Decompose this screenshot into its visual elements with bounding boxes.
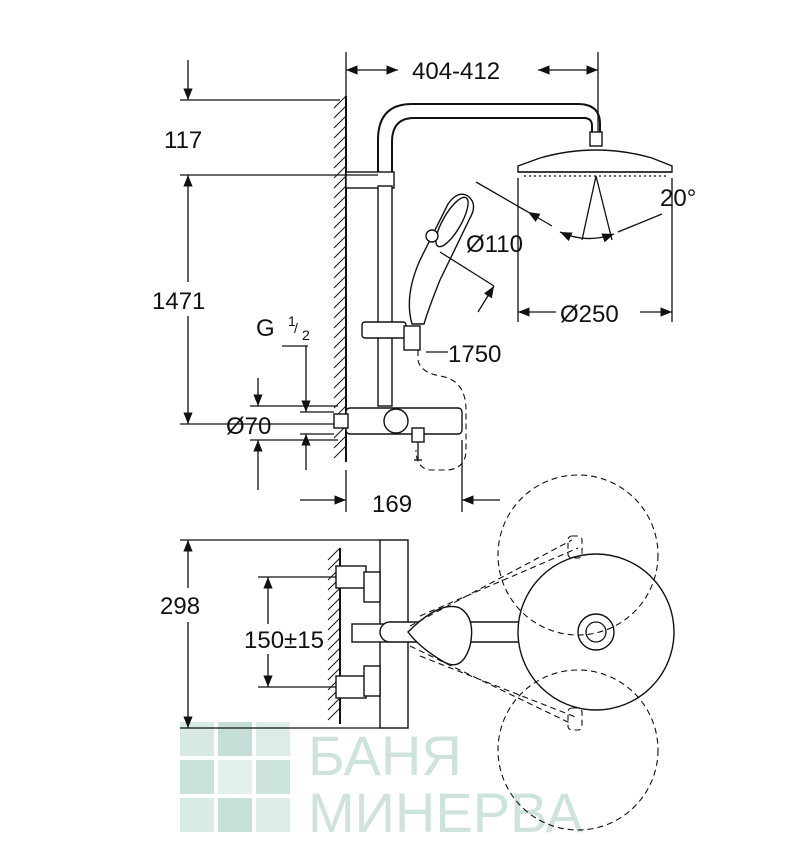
- hatch-line: [327, 697, 341, 711]
- side-view: 404-412 117 1471 G 1 / 2 Ø70 1750: [150, 52, 696, 518]
- dim-top-offset: 117: [164, 127, 202, 154]
- wall: [333, 95, 347, 462]
- hatch-line: [327, 587, 341, 601]
- wall-hatching: [333, 95, 347, 459]
- hatch-line: [327, 547, 341, 561]
- dim-head-shower: Ø250: [560, 301, 619, 328]
- hatch-line: [333, 155, 347, 169]
- connector-upper: [335, 565, 381, 603]
- hand-shower-top: [407, 605, 473, 666]
- hatch-line: [327, 617, 341, 631]
- hatch-line: [327, 557, 341, 571]
- hatch-line: [333, 335, 347, 349]
- hose: [415, 350, 467, 471]
- hatch-line: [333, 195, 347, 209]
- shower-arm: [377, 103, 601, 178]
- dim-centres: 150±15: [244, 627, 324, 654]
- hatch-line: [333, 235, 347, 249]
- hatch-line: [333, 165, 347, 179]
- watermark-line2: МИНЕРВА: [308, 781, 584, 839]
- thermostat-body: [333, 407, 463, 461]
- thread-den: 2: [302, 327, 310, 343]
- hatch-line: [333, 385, 347, 399]
- thread-num: 1: [288, 313, 296, 329]
- dim-escutcheon: Ø70: [226, 413, 271, 440]
- hatch-line: [327, 637, 341, 651]
- svg-text:/: /: [294, 320, 298, 336]
- dim-hand-shower: Ø110: [466, 231, 523, 258]
- watermark-line1: БАНЯ: [308, 724, 462, 787]
- hatch-line: [333, 245, 347, 259]
- thread-label: G 1 / 2: [256, 313, 310, 343]
- hatch-line: [333, 205, 347, 219]
- hatch-line: [333, 315, 347, 329]
- hatch-line: [327, 657, 341, 671]
- hatch-line: [327, 597, 341, 611]
- riser-rail: [377, 185, 393, 407]
- hatch-line: [333, 95, 347, 109]
- hatch-line: [333, 115, 347, 129]
- wall-bracket: [345, 171, 395, 189]
- dim-rail-height: 1471: [152, 288, 205, 315]
- dim-spout: 169: [372, 491, 412, 518]
- hatch-line: [333, 355, 347, 369]
- dim-tilt-angle: 20°: [660, 185, 696, 212]
- hatch-line: [333, 145, 347, 159]
- thread-prefix: G: [256, 315, 275, 342]
- hatch-line: [333, 375, 347, 389]
- hatch-line: [333, 305, 347, 319]
- slider: [361, 321, 407, 339]
- hand-shower-holder: [403, 325, 421, 351]
- connector-lower: [335, 665, 381, 699]
- hatch-line: [333, 435, 347, 449]
- top-view: 298 150±15: [156, 474, 675, 831]
- hatch-line: [333, 125, 347, 139]
- hatch-line: [333, 225, 347, 239]
- hatch-line: [333, 215, 347, 229]
- hatch-line: [327, 647, 341, 661]
- hatch-line: [333, 105, 347, 119]
- hand-shower: [408, 193, 475, 325]
- hatch-line: [333, 275, 347, 289]
- hatch-line: [333, 285, 347, 299]
- dim-arm-length: 404-412: [412, 58, 500, 85]
- hatch-line: [327, 707, 341, 721]
- hatch-line: [333, 445, 347, 459]
- dim-hose: 1750: [448, 341, 501, 368]
- hatch-line: [333, 255, 347, 269]
- hatch-line: [327, 607, 341, 621]
- hatch-line: [333, 135, 347, 149]
- hatch-line: [333, 295, 347, 309]
- hatch-line: [333, 325, 347, 339]
- hatch-line: [333, 185, 347, 199]
- hatch-line: [333, 175, 347, 189]
- head-shower: [517, 131, 673, 177]
- hatch-line: [327, 627, 341, 641]
- dim-depth: 298: [160, 593, 200, 620]
- watermark-logo: [180, 722, 290, 832]
- watermark: БАНЯ МИНЕРВА: [180, 722, 584, 844]
- hatch-line: [333, 345, 347, 359]
- hatch-line: [327, 667, 341, 681]
- hatch-line: [333, 265, 347, 279]
- hatch-line: [333, 365, 347, 379]
